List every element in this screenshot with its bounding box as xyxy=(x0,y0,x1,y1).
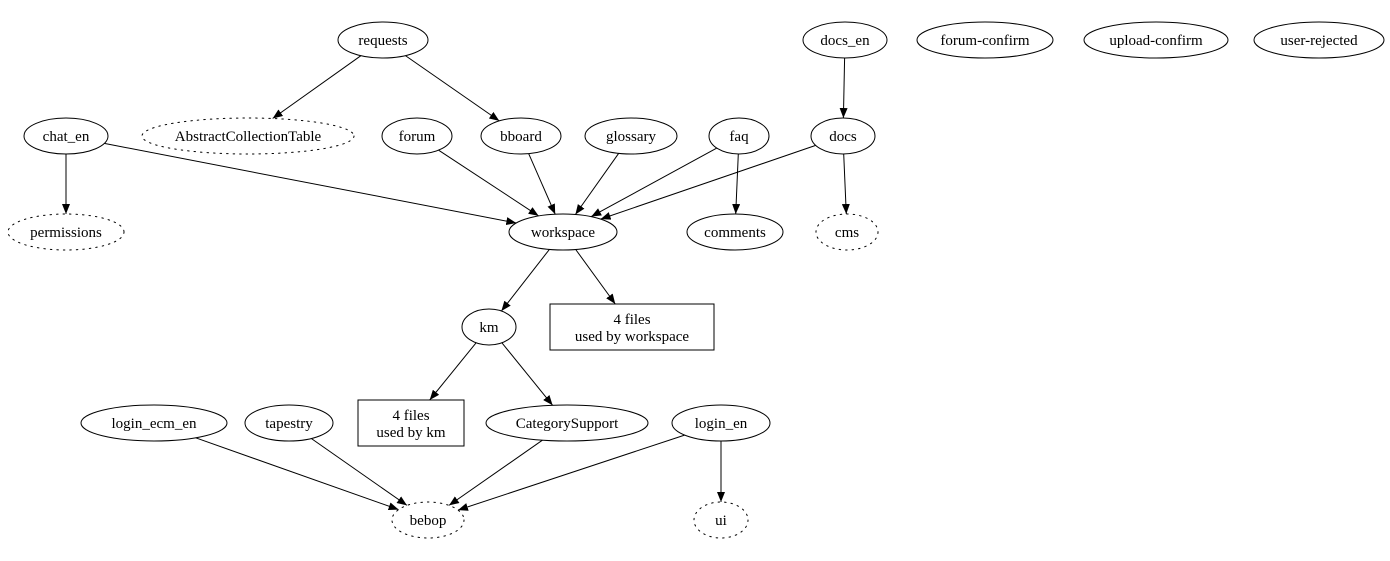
edge-tapestry-bebop xyxy=(311,438,408,506)
edge-km-category_support xyxy=(501,342,553,406)
node-requests: requests xyxy=(337,21,429,59)
node-chat_en-shape xyxy=(23,117,109,155)
edge-bboard-workspace xyxy=(528,153,556,215)
node-bebop-shape xyxy=(391,501,465,539)
node-requests-shape xyxy=(337,21,429,59)
node-files_workspace-shape xyxy=(549,303,715,351)
node-abstract_collection_table-shape xyxy=(141,117,355,155)
node-faq-label: faq xyxy=(729,129,749,145)
edge-forum-workspace xyxy=(438,149,539,217)
node-docs-shape xyxy=(810,117,876,155)
edge-login_en-bebop xyxy=(457,434,685,511)
node-km-label: km xyxy=(479,320,499,336)
node-ui: ui xyxy=(693,501,749,539)
node-glossary: glossary xyxy=(584,117,678,155)
edge-docs-workspace xyxy=(600,144,816,220)
edge-login_ecm_en-bebop xyxy=(195,437,399,511)
node-category_support: CategorySupport xyxy=(485,404,649,442)
node-tapestry: tapestry xyxy=(244,404,334,442)
node-user_rejected: user-rejected xyxy=(1253,21,1385,59)
node-forum_confirm-label: forum-confirm xyxy=(940,33,1029,49)
node-abstract_collection_table: AbstractCollectionTable xyxy=(141,117,355,155)
node-chat_en: chat_en xyxy=(23,117,109,155)
edge-workspace-km xyxy=(501,249,550,312)
node-comments-label: comments xyxy=(704,225,766,241)
node-ui-shape xyxy=(693,501,749,539)
node-abstract_collection_table-label: AbstractCollectionTable xyxy=(175,129,322,145)
node-login_ecm_en-shape xyxy=(80,404,228,442)
node-login_en: login_en xyxy=(671,404,771,442)
node-comments: comments xyxy=(686,213,784,251)
node-user_rejected-label: user-rejected xyxy=(1280,33,1358,49)
node-login_ecm_en: login_ecm_en xyxy=(80,404,228,442)
node-login_ecm_en-label: login_ecm_en xyxy=(112,416,197,432)
edge-faq-comments xyxy=(732,153,741,215)
node-docs-label: docs xyxy=(829,129,857,145)
edge-workspace-files_workspace xyxy=(575,249,616,305)
node-docs_en-shape xyxy=(802,21,888,59)
node-cms: cms xyxy=(815,213,879,251)
node-forum_confirm: forum-confirm xyxy=(916,21,1054,59)
node-bebop: bebop xyxy=(391,501,465,539)
edge-category_support-bebop xyxy=(448,439,543,506)
node-bboard: bboard xyxy=(480,117,562,155)
node-requests-label: requests xyxy=(358,33,407,49)
node-glossary-shape xyxy=(584,117,678,155)
node-forum_confirm-shape xyxy=(916,21,1054,59)
node-user_rejected-shape xyxy=(1253,21,1385,59)
node-permissions-label: permissions xyxy=(30,225,102,241)
node-bboard-shape xyxy=(480,117,562,155)
node-comments-shape xyxy=(686,213,784,251)
node-login_en-label: login_en xyxy=(695,416,748,432)
node-cms-label: cms xyxy=(835,225,859,241)
node-glossary-label: glossary xyxy=(606,129,656,145)
node-permissions-shape xyxy=(7,213,125,251)
node-category_support-label: CategorySupport xyxy=(516,416,619,432)
node-faq-shape xyxy=(708,117,770,155)
node-forum: forum xyxy=(381,117,453,155)
edge-requests-bboard xyxy=(405,55,500,122)
node-upload_confirm-label: upload-confirm xyxy=(1109,33,1203,49)
edge-docs_en-docs xyxy=(839,57,848,119)
node-bebop-label: bebop xyxy=(410,513,447,529)
node-upload_confirm-shape xyxy=(1083,21,1229,59)
node-km-shape xyxy=(461,308,517,346)
edge-glossary-workspace xyxy=(574,153,620,215)
edge-km-files_km xyxy=(429,342,477,401)
node-category_support-shape xyxy=(485,404,649,442)
node-docs_en-label: docs_en xyxy=(820,33,870,49)
node-tapestry-label: tapestry xyxy=(265,416,313,432)
node-docs_en: docs_en xyxy=(802,21,888,59)
node-faq: faq xyxy=(708,117,770,155)
node-docs: docs xyxy=(810,117,876,155)
node-upload_confirm: upload-confirm xyxy=(1083,21,1229,59)
node-workspace: workspace xyxy=(508,213,618,251)
node-bboard-label: bboard xyxy=(500,129,542,145)
edge-docs-cms xyxy=(841,153,850,215)
node-cms-shape xyxy=(815,213,879,251)
node-files_km-shape xyxy=(357,399,465,447)
node-forum-label: forum xyxy=(399,129,436,145)
node-km: km xyxy=(461,308,517,346)
node-workspace-shape xyxy=(508,213,618,251)
edge-faq-workspace xyxy=(590,147,718,218)
node-login_en-shape xyxy=(671,404,771,442)
edge-chat_en-workspace xyxy=(104,142,517,226)
node-chat_en-label: chat_en xyxy=(43,129,90,145)
node-ui-label: ui xyxy=(715,513,727,529)
node-forum-shape xyxy=(381,117,453,155)
node-tapestry-shape xyxy=(244,404,334,442)
edge-requests-abstract_collection_table xyxy=(272,55,362,119)
node-permissions: permissions xyxy=(7,213,125,251)
node-workspace-label: workspace xyxy=(531,225,595,241)
